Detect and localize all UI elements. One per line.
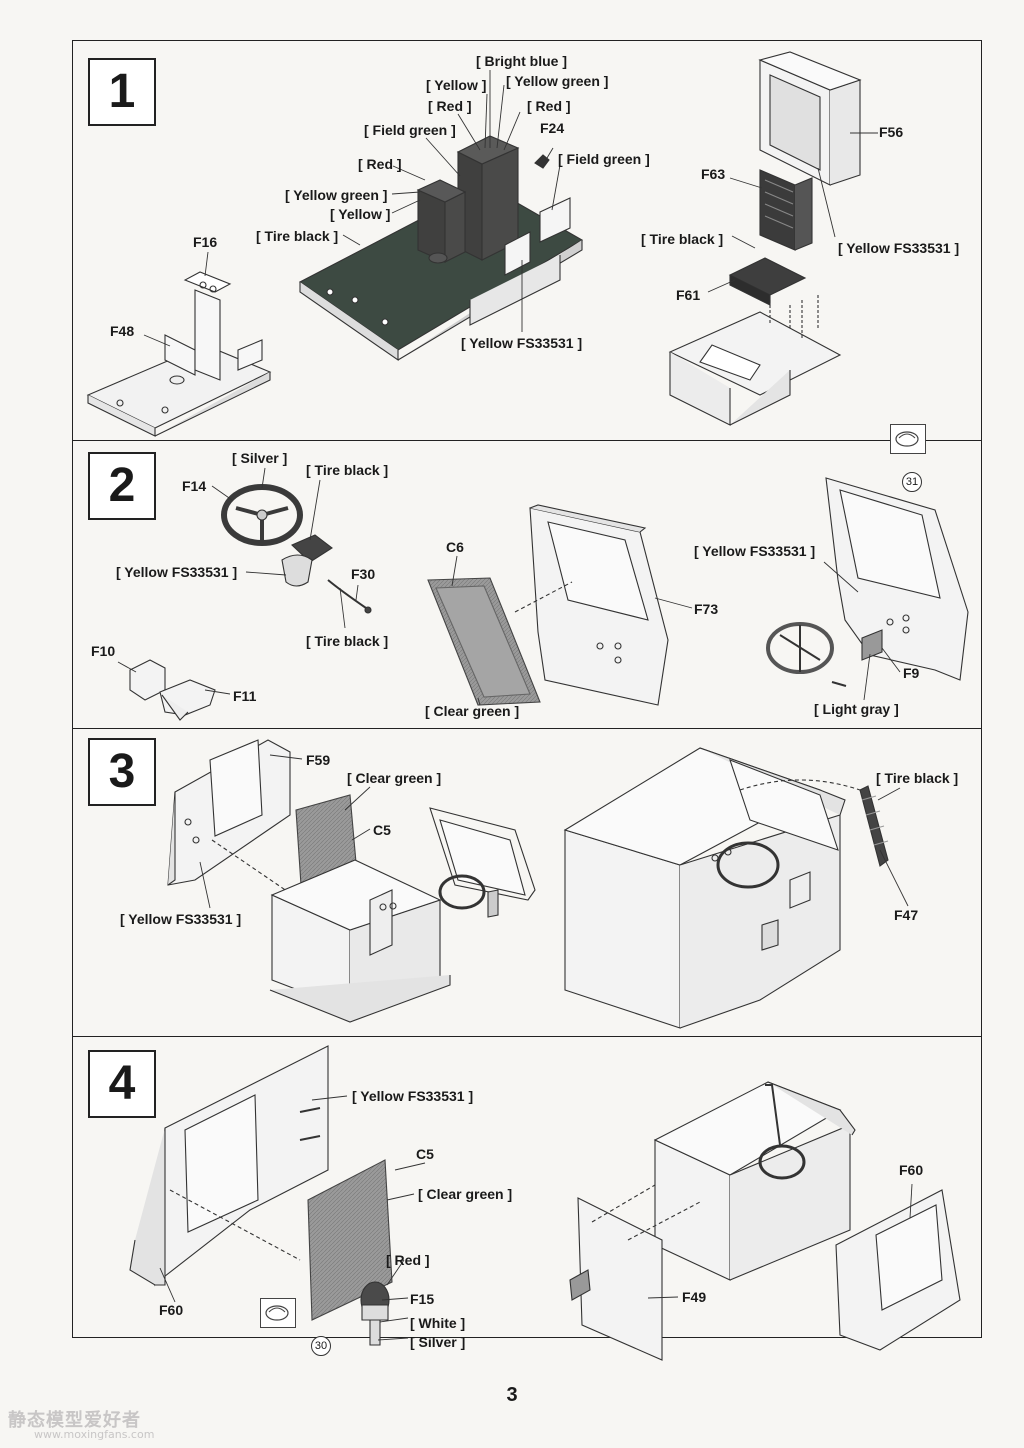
callout-yellow-green: [ Yellow green ] (506, 73, 609, 89)
step-separator (72, 440, 982, 441)
callout-yellow-fs33531: [ Yellow FS33531 ] (461, 335, 583, 351)
callout-red: [ Red ] (428, 98, 472, 114)
part-label-f11: F11 (233, 688, 257, 704)
callout-tire-black: [ Tire black ] (876, 770, 959, 786)
step-3-number: 3 (88, 738, 156, 806)
part-label-f15: F15 (410, 1291, 435, 1307)
callout-tire-black: [ Tire black ] (641, 231, 724, 247)
callout-silver: [ Silver ] (232, 450, 288, 466)
callout-bright-blue: [ Bright blue ] (476, 53, 567, 69)
part-label-f61: F61 (676, 287, 701, 303)
part-label-f56: F56 (879, 124, 904, 140)
callout-yellow-fs33531: [ Yellow FS33531 ] (352, 1088, 474, 1104)
callout-red: [ Red ] (527, 98, 571, 114)
callout-field-green: [ Field green ] (558, 151, 650, 167)
part-label-f73: F73 (694, 601, 719, 617)
part-label-c5: C5 (373, 822, 391, 838)
step-4-number: 4 (88, 1050, 156, 1118)
callout-yellow-fs33531: [ Yellow FS33531 ] (694, 543, 816, 559)
callout-clear-green: [ Clear green ] (347, 770, 442, 786)
part-label-f14: F14 (182, 478, 207, 494)
callout-yellow-fs33531: [ Yellow FS33531 ] (120, 911, 242, 927)
callout-tire-black: [ Tire black ] (306, 462, 389, 478)
callout-tire-black: [ Tire black ] (306, 633, 389, 649)
part-label-f16: F16 (193, 234, 218, 250)
watermark-url: www.moxingfans.com (34, 1428, 155, 1441)
part-label-f60: F60 (899, 1162, 924, 1178)
callout-light-gray: [ Light gray ] (814, 701, 899, 717)
callout-red: [ Red ] (386, 1252, 430, 1268)
part-label-f9: F9 (903, 665, 920, 681)
reference-number-30: 30 (311, 1336, 331, 1356)
page-number: 3 (506, 1384, 518, 1406)
step-separator (72, 1036, 982, 1037)
step-1-number: 1 (88, 58, 156, 126)
part-label-f63: F63 (701, 166, 726, 182)
part-label-f30: F30 (351, 566, 376, 582)
callout-yellow-green: [ Yellow green ] (285, 187, 388, 203)
callout-clear-green: [ Clear green ] (418, 1186, 513, 1202)
step-separator (72, 728, 982, 729)
callout-field-green: [ Field green ] (364, 122, 456, 138)
callout-silver: [ Silver ] (410, 1334, 466, 1350)
part-label-f59: F59 (306, 752, 331, 768)
part-label-c5: C5 (416, 1146, 434, 1162)
paint-reference-icon (890, 424, 926, 454)
part-label-f10: F10 (91, 643, 116, 659)
reference-number-31: 31 (902, 472, 922, 492)
part-label-f24: F24 (540, 120, 565, 136)
part-label-f48: F48 (110, 323, 135, 339)
paint-reference-icon (260, 1298, 296, 1328)
watermark-site-name: 静态模型爱好者 (8, 1410, 141, 1431)
callout-yellow-fs33531: [ Yellow FS33531 ] (116, 564, 238, 580)
callout-tire-black: [ Tire black ] (256, 228, 339, 244)
instruction-frame (72, 40, 982, 1338)
callout-clear-green: [ Clear green ] (425, 703, 520, 719)
callout-red: [ Red ] (358, 156, 402, 172)
part-label-c6: C6 (446, 539, 464, 555)
part-label-f47: F47 (894, 907, 919, 923)
part-label-f60: F60 (159, 1302, 184, 1318)
callout-yellow: [ Yellow ] (426, 77, 487, 93)
callout-yellow-fs33531: [ Yellow FS33531 ] (838, 240, 960, 256)
part-label-f49: F49 (682, 1289, 707, 1305)
callout-yellow: [ Yellow ] (330, 206, 391, 222)
callout-white: [ White ] (410, 1315, 466, 1331)
step-2-number: 2 (88, 452, 156, 520)
